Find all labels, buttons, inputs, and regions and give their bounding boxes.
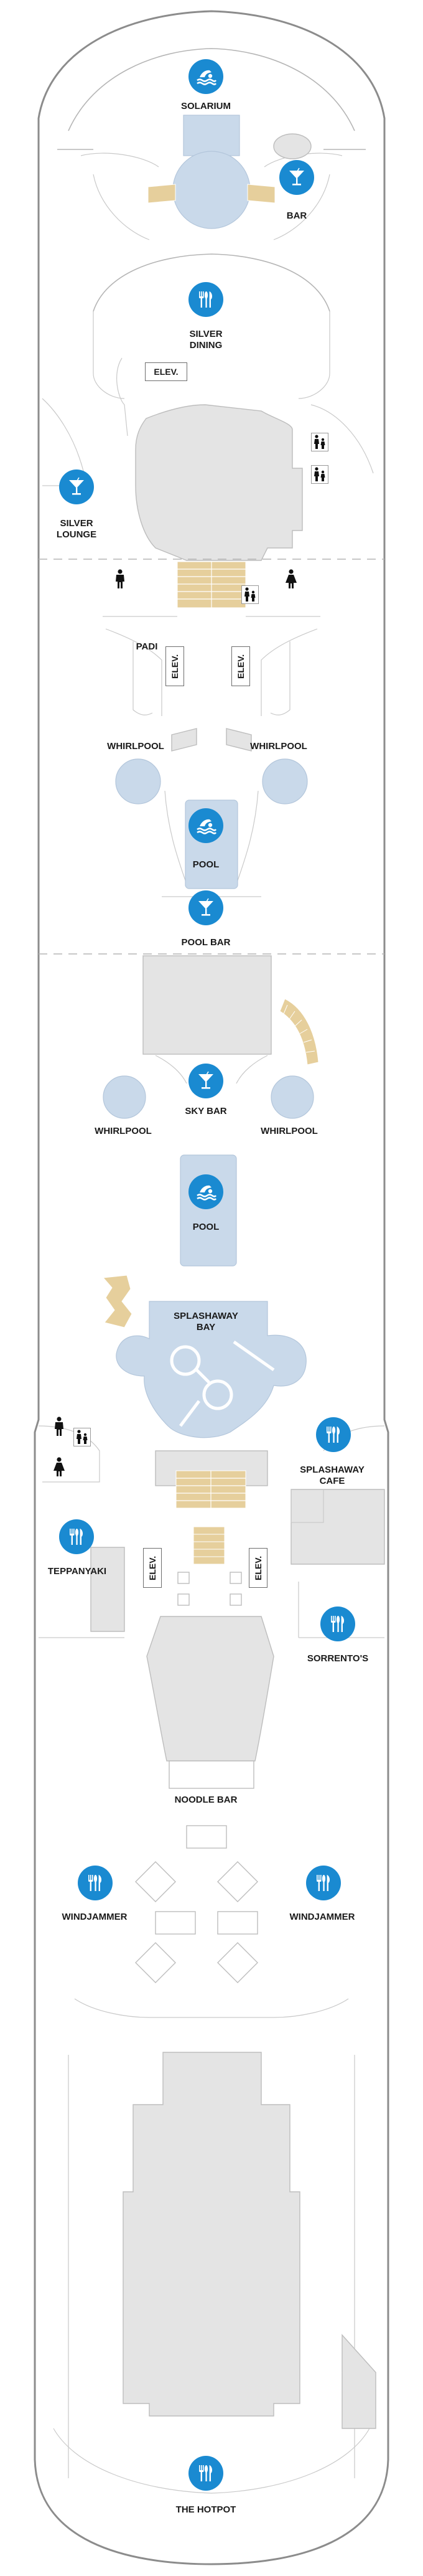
cocktail-icon: [59, 469, 94, 504]
label-padi: PADI: [136, 641, 158, 652]
elevator-aft-left: ELEV.: [143, 1548, 162, 1588]
man-icon: [113, 569, 128, 589]
whirlpool-mid-left: [103, 1075, 146, 1119]
label-whirlpool-mid-left: WHIRLPOOL: [95, 1126, 152, 1136]
label-noodle-bar: NOODLE BAR: [174, 1795, 238, 1805]
solarium-pool-upper: [183, 115, 240, 156]
pool-mid: [180, 1154, 237, 1267]
splashaway-bay-pool: [116, 1301, 307, 1438]
dining-icon: [320, 1606, 355, 1641]
woman-icon: [284, 569, 299, 589]
central-structure: [142, 955, 272, 1055]
label-the-hotpot: THE HOTPOT: [175, 2504, 236, 2515]
spiral-stair: [279, 998, 319, 1065]
label-sorrentos: SORRENTO'S: [307, 1653, 369, 1664]
whirlpool-fwd-right: [262, 758, 308, 804]
cocktail-icon: [188, 890, 223, 925]
family-restroom-icon: [311, 433, 328, 451]
elevator-mid-right: ELEV.: [231, 646, 250, 686]
dining-icon: [306, 1866, 341, 1900]
noodle-bar-room: [146, 1616, 274, 1762]
label-pool-bar: POOL BAR: [181, 937, 231, 948]
label-whirlpool-mid-right: WHIRLPOOL: [261, 1126, 318, 1136]
cocktail-icon: [279, 160, 314, 195]
elevator-fwd: ELEV.: [145, 362, 187, 381]
label-whirlpool-fwd-left: WHIRLPOOL: [107, 741, 164, 752]
splashaway-cafe-room: [291, 1489, 385, 1565]
label-pool-mid: POOL: [192, 1222, 220, 1232]
dining-icon: [188, 282, 223, 317]
label-teppanyaki: TEPPANYAKI: [47, 1566, 107, 1577]
ship-hull: [34, 10, 389, 2565]
pool-icon: [188, 59, 223, 94]
label-whirlpool-fwd-right: WHIRLPOOL: [250, 741, 307, 752]
silver-dining-room: [135, 404, 303, 561]
label-windjammer-left: WINDJAMMER: [62, 1912, 128, 1922]
label-windjammer-right: WINDJAMMER: [289, 1912, 355, 1922]
pool-icon: [188, 1174, 223, 1209]
family-restroom-icon: [311, 465, 328, 484]
dining-icon: [78, 1866, 113, 1900]
splashaway-stair: [102, 1275, 132, 1328]
label-bar: BAR: [286, 210, 307, 221]
cocktail-icon: [188, 1064, 223, 1098]
whirlpool-fwd-left: [115, 758, 161, 804]
solarium-pool: [172, 151, 251, 229]
label-pool-fwd: POOL: [192, 859, 220, 870]
elevator-mid-left: ELEV.: [165, 646, 184, 686]
dining-icon: [188, 2456, 223, 2491]
dining-icon: [59, 1519, 94, 1554]
label-solarium: SOLARIUM: [181, 101, 231, 111]
man-icon: [52, 1417, 67, 1437]
family-restroom-icon: [241, 585, 259, 604]
pool-icon: [188, 808, 223, 843]
dining-icon: [316, 1417, 351, 1452]
woman-icon: [52, 1457, 67, 1477]
teppanyaki-room: [90, 1547, 125, 1632]
elevator-aft-right: ELEV.: [249, 1548, 267, 1588]
family-restroom-icon: [73, 1428, 91, 1446]
aft-structure: [123, 2052, 300, 2417]
label-sky-bar: SKY BAR: [185, 1106, 227, 1116]
whirlpool-mid-right: [271, 1075, 314, 1119]
